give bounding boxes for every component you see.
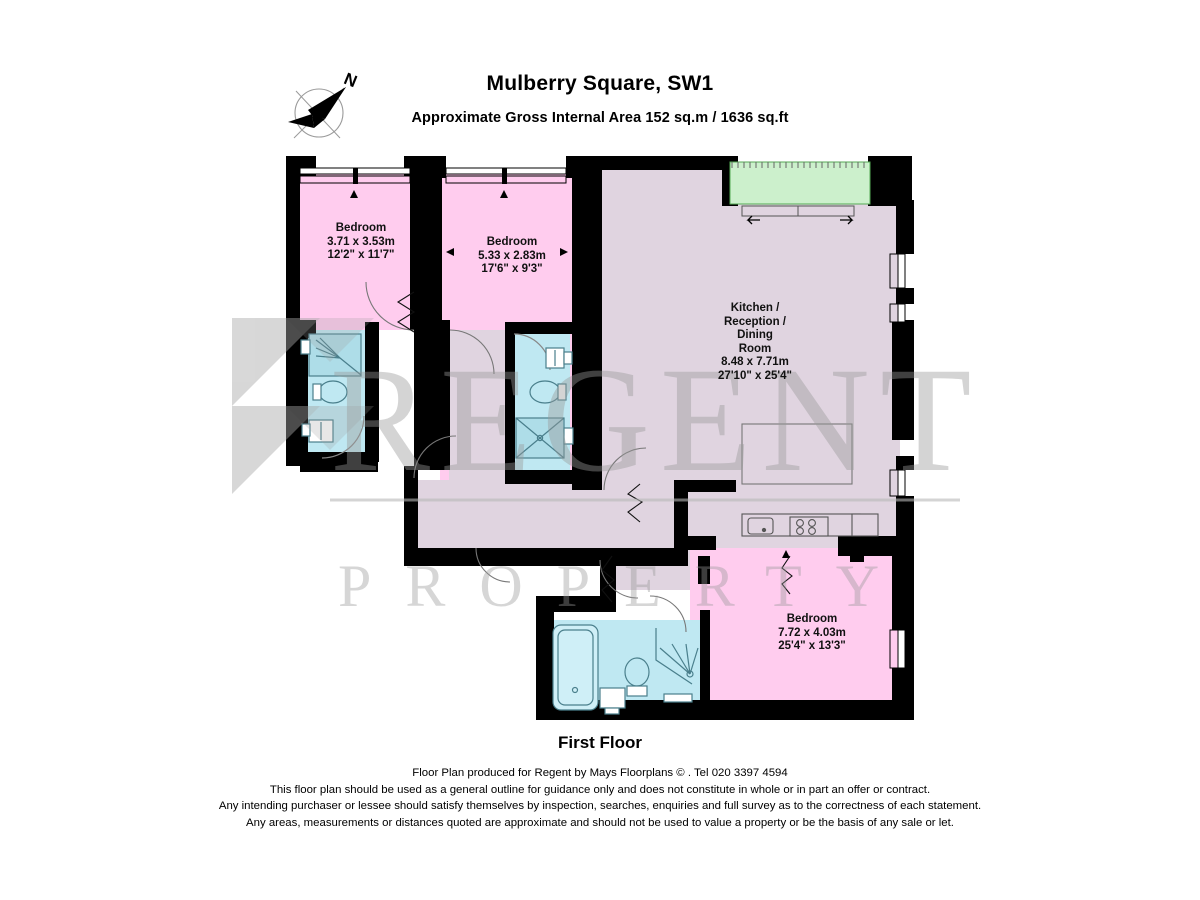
bathroom-1-fixtures	[300, 333, 365, 459]
room-label-bedroom-1: Bedroom 3.71 x 3.53m 12'2" x 11'7"	[301, 222, 421, 263]
sink-icon	[599, 687, 626, 709]
room-name-line-1: Kitchen /	[730, 302, 780, 314]
room-name-line-2: Reception /	[724, 315, 786, 328]
bathroom-2-fixtures	[513, 333, 574, 459]
room-label-bedroom-2: Bedroom 5.33 x 2.83m 17'6" x 9'3"	[452, 236, 572, 277]
kitchen-sink-icon	[747, 517, 774, 535]
door-swing-hall-3	[475, 547, 511, 583]
room-name-line-3: Dining	[737, 329, 773, 342]
room-dim-metric: 8.48 x 7.71m	[721, 356, 789, 369]
shower-enclosure-icon	[655, 628, 693, 685]
room-name: Bedroom	[486, 236, 538, 248]
door-swing-utility	[599, 559, 639, 599]
door-swing-bedroom-1	[365, 281, 415, 331]
furniture-table	[741, 423, 853, 485]
page-title: Mulberry Square, SW1	[486, 72, 714, 95]
room-fill-bedroom-3	[690, 548, 904, 718]
dimension-arrows	[290, 190, 790, 608]
sliding-door-icon	[741, 205, 855, 225]
room-dim-metric: 7.72 x 4.03m	[778, 626, 846, 639]
break-lines	[396, 291, 793, 603]
floor-name: First Floor	[557, 733, 643, 752]
room-name-line-4: Room	[738, 342, 772, 355]
disclaimer-block: Floor Plan produced for Regent by Mays F…	[0, 765, 1200, 831]
shower-head-icon	[300, 339, 311, 355]
room-dim-imperial: 27'10" x 25'4"	[718, 369, 792, 382]
room-label-kitchen-reception-dining: Kitchen / Reception / Dining Room 8.48 x…	[700, 302, 810, 384]
disclaimer-line-3: Any intending purchaser or lessee should…	[218, 800, 982, 813]
room-dim-metric: 3.71 x 3.53m	[327, 235, 395, 248]
windows	[299, 167, 906, 669]
door-swing-hall-1	[413, 435, 457, 479]
room-dim-metric: 5.33 x 2.83m	[478, 249, 546, 262]
north-arrow-icon: N	[288, 69, 360, 139]
room-name: Bedroom	[786, 613, 838, 625]
door-swing-icon	[321, 415, 365, 459]
room-dim-imperial: 17'6" x 9'3"	[481, 263, 543, 276]
bathroom-3-fixtures	[552, 624, 699, 715]
disclaimer-line-4: Any areas, measurements or distances quo…	[246, 816, 954, 829]
terrace-balcony	[729, 161, 871, 225]
door-swings	[365, 281, 687, 633]
room-dim-imperial: 25'4" x 13'3"	[778, 640, 846, 653]
room-label-bedroom-3: Bedroom 7.72 x 4.03m 25'4" x 13'3"	[752, 613, 872, 654]
disclaimer-line-2: This floor plan should be used as a gene…	[269, 783, 931, 796]
room-name: Bedroom	[335, 222, 387, 234]
hob-icon	[789, 516, 829, 537]
door-swing-bedroom-2	[449, 329, 495, 375]
kitchen-fixtures	[741, 423, 879, 537]
disclaimer-line-1: Floor Plan produced for Regent by Mays F…	[412, 767, 788, 779]
door-swing-bedroom-3	[649, 595, 687, 633]
door-swing-hall-2	[603, 447, 647, 491]
walls	[286, 156, 914, 720]
room-dim-imperial: 12'2" x 11'7"	[327, 249, 395, 262]
page-subtitle: Approximate Gross Internal Area 152 sq.m…	[411, 110, 789, 126]
